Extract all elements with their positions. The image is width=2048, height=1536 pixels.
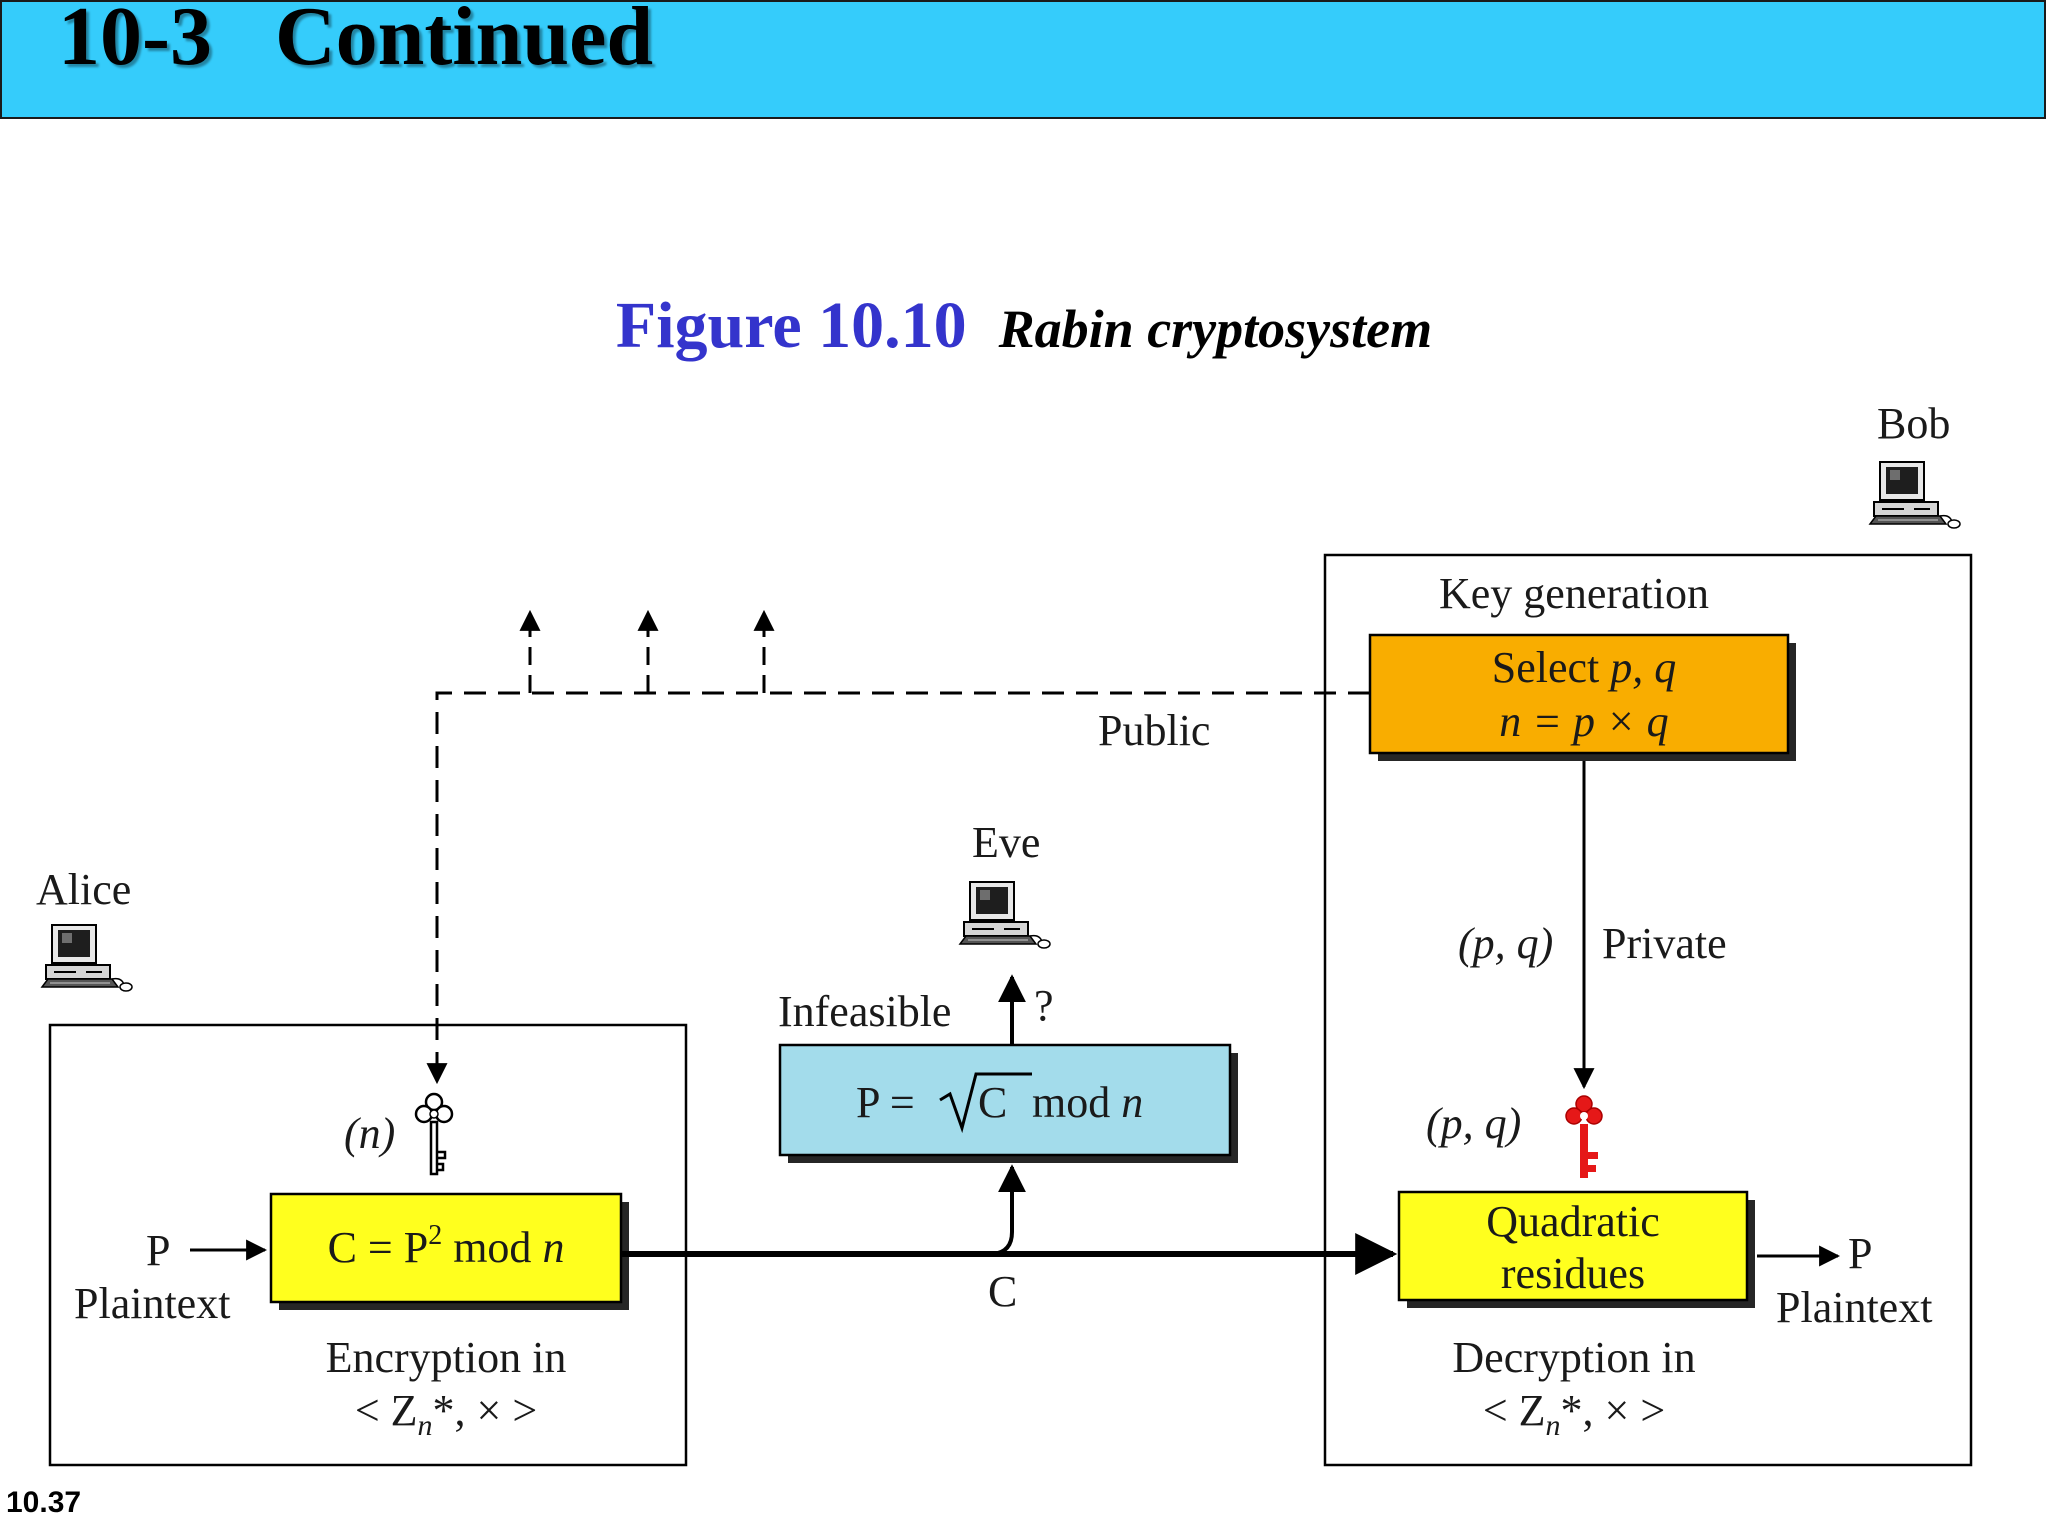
figure-caption: Figure 10.10 Rabin cryptosystem [0,288,2048,364]
slide-title: 10-3 Continued [58,0,654,83]
ciphertext-label: C [988,1267,1017,1316]
encryption-input-label: Plaintext [74,1279,230,1328]
alice-computer-icon [41,924,133,992]
decryption-caption-line2: < Zn*, × > [1483,1386,1665,1442]
attack-formula-suffix: mod n [1032,1078,1143,1127]
encryption-caption-line2: < Zn*, × > [355,1386,537,1442]
alice-frame [48,1023,688,1467]
bob-frame [1323,553,1973,1467]
public-label: Public [1098,706,1210,755]
figure-number: Figure 10.10 [615,289,967,362]
attack-formula-root: C [978,1078,1007,1127]
decryption-key-label: (p, q) [1426,1099,1521,1148]
alice-label: Alice [36,865,131,914]
encryption-input: P [146,1226,170,1275]
keygen-line1: Select p, q [1492,643,1677,692]
infeasible-label: Infeasible [778,987,951,1036]
figure-name: Rabin cryptosystem [998,299,1433,359]
public-key-line [426,691,1370,1085]
decryption-box-line1: Quadratic [1486,1197,1659,1246]
encryption-caption-line1: Encryption in [326,1333,567,1382]
red-key-icon [1565,1095,1603,1178]
decryption-output-label: Plaintext [1776,1283,1932,1332]
public-key-value: (n) [344,1109,395,1158]
sqrt-icon [939,1072,1032,1134]
keygen-box [1368,633,1790,755]
keygen-line2: n = p × q [1499,697,1668,746]
decryption-box-line2: residues [1501,1249,1645,1298]
eve-computer-icon [959,881,1051,949]
keygen-title: Key generation [1439,569,1709,618]
decryption-box [1397,1190,1749,1302]
key-icon [414,1092,454,1176]
interception-arrow [992,1164,1026,1256]
encryption-box [269,1192,623,1304]
private-key-label: (p, q) [1458,919,1553,968]
decryption-output: P [1848,1229,1872,1278]
encryption-formula: C = P2 mod n [328,1220,565,1272]
bob-computer-icon [1869,461,1961,529]
private-label: Private [1602,919,1727,968]
attack-box [778,1043,1232,1157]
attack-formula-prefix: P = [856,1078,915,1127]
decryption-caption-line1: Decryption in [1452,1333,1695,1382]
bob-label: Bob [1877,399,1950,448]
eve-label: Eve [972,818,1040,867]
slide-header: 10-3 Continued [0,0,2046,119]
page-number: 10.37 [6,1486,82,1519]
question-mark: ? [1034,981,1054,1030]
